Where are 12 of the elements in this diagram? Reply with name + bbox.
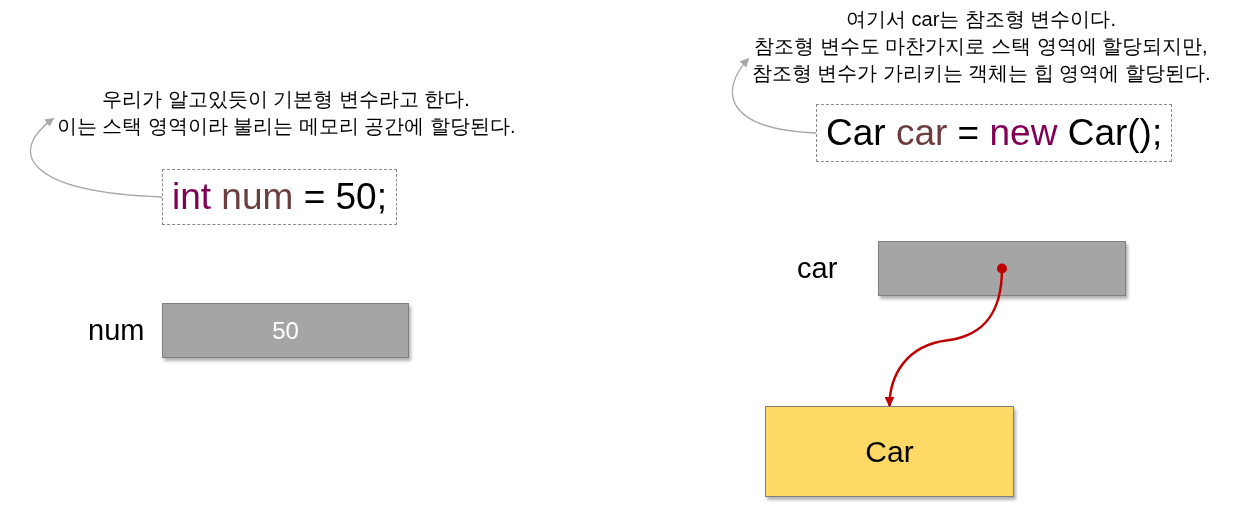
variable-box (878, 241, 1126, 296)
code-box: Car car = new Car(); (816, 104, 1173, 162)
curved-arrow (29, 117, 163, 198)
curved-arrow (731, 57, 817, 134)
code-box: int num = 50; (162, 169, 397, 225)
variable-label: car (797, 252, 838, 285)
curved-arrow (884, 263, 1007, 407)
variable-box: 50 (162, 303, 409, 358)
note-text: 여기서 car는 참조형 변수이다. 참조형 변수도 마찬가지로 스택 영역에 할당되지만, 참조형 변수가 가리키는 객체는 힙 영역에 할당된다. (748, 6, 1214, 87)
note-text: 우리가 알고있듯이 기본형 변수라고 한다. 이는 스택 영역이라 불리는 메모리 공간에 할당된다. (53, 86, 519, 140)
object-box: Car (765, 406, 1014, 497)
variable-label: num (88, 314, 145, 347)
